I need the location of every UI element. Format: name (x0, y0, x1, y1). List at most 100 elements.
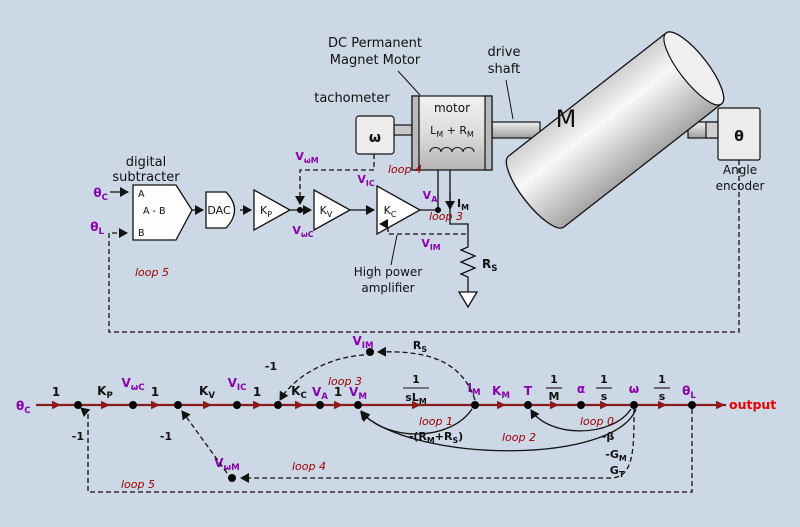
flywheel-group (505, 31, 725, 229)
label-dc-motor-line1: DC Permanent (328, 36, 422, 51)
label-drive-shaft-line1: drive (488, 45, 521, 60)
label-theta-command: θC (93, 186, 108, 203)
loop4-gain-gt: GT (610, 464, 625, 479)
label-flywheel-mass: M (556, 105, 577, 133)
label-loop5: loop 5 (121, 478, 155, 491)
label-kv: KV (320, 204, 333, 219)
flow-node-omega (630, 401, 638, 409)
gain-km: KM (492, 384, 510, 401)
label-motor: motor (434, 101, 470, 115)
label-v-a: VA (423, 189, 439, 204)
label-kc: KC (384, 204, 397, 219)
flow-node-vwm (228, 474, 236, 482)
label-loop3: loop 3 (429, 210, 463, 223)
kv-amp-block (313, 188, 352, 232)
dc-motor-pointer-line (397, 70, 421, 96)
loop5-branch (80, 407, 693, 493)
label-encoder-theta: θ (734, 129, 744, 145)
flow-node-im (471, 401, 479, 409)
loop4-minus1-branch (181, 410, 228, 474)
ground-symbol (457, 291, 479, 309)
label-loop0: loop 0 (580, 415, 614, 428)
label-high-power-amp-line1: High power (354, 265, 423, 279)
flow-node-vm (354, 401, 362, 409)
gain-1: 1 (52, 385, 60, 399)
flow-node-vim (366, 348, 374, 356)
label-loop2: loop 2 (502, 431, 536, 444)
loop3-gain-minus1: -1 (265, 360, 277, 373)
label-v-ic: VIC (357, 173, 374, 188)
tachometer-box (355, 115, 395, 155)
label-kp: KP (260, 204, 272, 219)
label-sub-input-b: B (138, 228, 145, 239)
loop2-gain-minus-gm: -GM (605, 448, 627, 463)
label-v-omega-c: VωC (292, 224, 313, 239)
fraction-denominator: s (659, 390, 666, 403)
label-loop3: loop 3 (328, 375, 362, 388)
flow-label-theta-c: θC (16, 399, 31, 416)
dac-block (205, 191, 236, 229)
fraction-numerator: 1 (550, 373, 558, 386)
inductor-coil-icon (429, 147, 475, 153)
flow-label-vic: VIC (228, 376, 247, 393)
loop4-feedback-path (295, 154, 375, 205)
flow-label-alpha: α (577, 382, 585, 396)
loop4-gt-branch (240, 408, 635, 483)
label-tach-omega: ω (369, 130, 381, 146)
motor-box (411, 95, 493, 171)
flow-label-im: IM (467, 381, 480, 398)
loop4-gain-minus1: -1 (160, 430, 172, 443)
label-digital-subtracter-line1: digital (126, 155, 166, 170)
label-r-s: RS (482, 257, 497, 274)
label-i-m: IM (457, 197, 469, 212)
gain-fraction-1-over-slm: 1 sLM (403, 373, 429, 406)
flow-node (174, 401, 182, 409)
flow-node-theta-l (688, 401, 696, 409)
gain-1: 1 (253, 385, 261, 399)
drive-shaft-left (491, 121, 541, 139)
tach-shaft-stub (393, 124, 413, 136)
flow-label-theta-l: θL (682, 384, 696, 401)
loop5-gain-minus1: -1 (72, 430, 84, 443)
amp-pointer-line (390, 234, 398, 266)
drive-shaft-pointer-line (505, 79, 514, 120)
label-angle-encoder-line1: Angle (723, 163, 757, 177)
label-high-power-amp-line2: amplifier (361, 281, 414, 295)
flow-label-vwc: VωC (121, 376, 144, 393)
label-loop4: loop 4 (388, 163, 422, 176)
flow-label-vm: VM (349, 385, 367, 402)
label-angle-encoder-line2: encoder (716, 179, 765, 193)
label-dc-motor-line2: Magnet Motor (330, 53, 421, 68)
flow-node (74, 401, 82, 409)
motor-end-band-left (411, 95, 420, 171)
fraction-denominator: M (549, 390, 560, 403)
junction-dot (297, 207, 303, 213)
signal-flow-graph: θC output 1 KP 1 KV 1 KC 1 1 sLM KM 1 M … (16, 334, 776, 493)
gain-1: 1 (151, 385, 159, 399)
flow-node-torque (524, 401, 532, 409)
label-theta-load: θL (90, 220, 104, 237)
loop0-branch (530, 408, 632, 432)
gain-fraction-1-over-m: 1 M (546, 373, 562, 403)
loop1-gain: -(RM+RS) (409, 430, 463, 445)
flywheel-end-cap (663, 31, 725, 106)
loop3-feedback-path (379, 219, 466, 235)
loop3-gain-rs: RS (413, 339, 427, 354)
flow-label-output: output (729, 397, 776, 412)
label-loop1: loop 1 (419, 415, 453, 428)
label-digital-subtracter-line2: subtracter (112, 170, 180, 185)
label-sub-difference: A - B (143, 206, 165, 217)
label-sub-input-a: A (138, 189, 145, 200)
label-v-im: VIM (421, 237, 440, 252)
gain-1: 1 (334, 385, 342, 399)
subtracter-block (132, 184, 193, 241)
gain-kp: KP (97, 384, 113, 401)
kp-amp-block (253, 188, 292, 232)
label-v-omega-m: VωM (295, 150, 318, 165)
flow-node-alpha (577, 401, 585, 409)
label-tachometer: tachometer (314, 91, 390, 106)
flow-node (274, 401, 282, 409)
encoder-coupling (705, 121, 719, 139)
